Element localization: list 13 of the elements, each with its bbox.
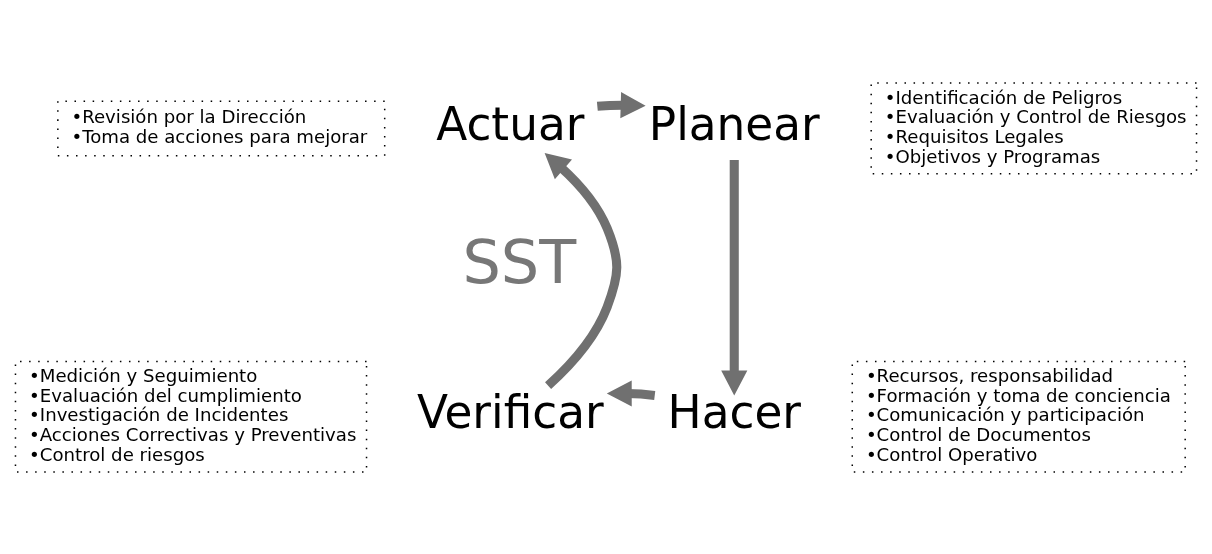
arrow [544,152,622,389]
node-box: •Identificación de Peligros •Evaluación y Control de Riesgos •Requisitos Legales •Objetivos y Programas [870,81,1198,175]
node-box: •Medición y Seguimiento •Evaluación del cumplimiento •Investigación de Incidentes •Acciones Correctivas y Preventivas •Control de riesgos [14,360,368,473]
node-text: Actuar [436,97,585,151]
node-text: Verificar [416,385,604,439]
arrow [596,91,646,118]
node-text: Planear [648,97,820,151]
arrow [721,159,748,395]
arrow [606,379,656,407]
node-text: Hacer [667,385,801,439]
label: SST [462,226,577,297]
node-box: •Recursos, responsabilidad •Formación y toma de conciencia •Comunicación y participación •Control de Documentos •Control Operativo [851,360,1186,473]
node-box: •Revisión por la Dirección •Toma de acciones para mejorar [57,99,386,156]
